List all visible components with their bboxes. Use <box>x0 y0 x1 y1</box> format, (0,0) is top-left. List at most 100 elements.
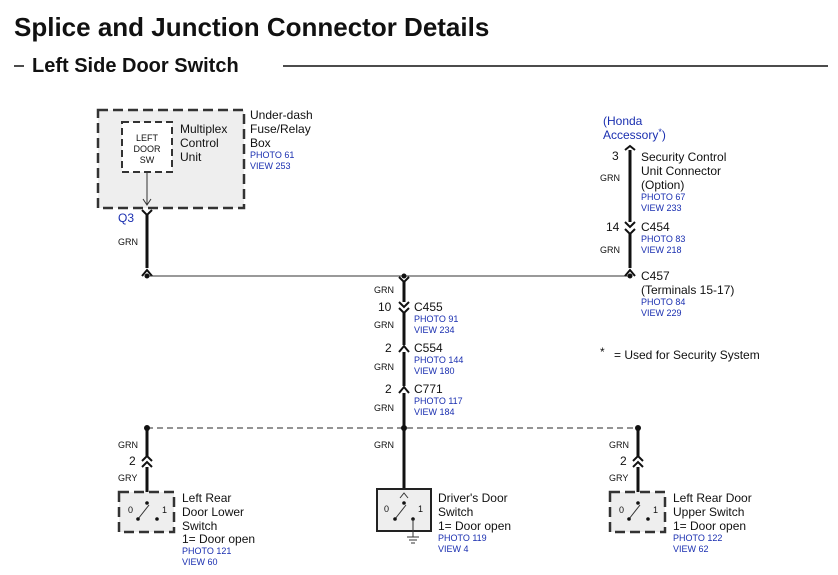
fuse-box-view: VIEW 253 <box>250 161 291 171</box>
switch-contact <box>628 504 641 520</box>
c554-photo: PHOTO 144 <box>414 355 463 365</box>
switch-label: Upper Switch <box>673 505 744 519</box>
switch-pos-1: 1 <box>653 505 658 515</box>
accessory-label: Accessory*) <box>603 127 666 142</box>
c457-photo: PHOTO 84 <box>641 297 685 307</box>
wire-color-label: GRN <box>600 173 620 183</box>
switch-pos-1: 1 <box>418 504 423 514</box>
c554-view: VIEW 180 <box>414 366 455 376</box>
switch-photo: PHOTO 119 <box>438 533 487 543</box>
wire-color-label: GRN <box>374 403 394 413</box>
switch-connector-icon <box>141 454 153 462</box>
switch-terminal <box>393 517 397 521</box>
switch-terminal <box>402 501 406 505</box>
accessory-label: (Honda <box>603 114 643 128</box>
switch-pin: 2 <box>620 454 627 468</box>
c454-photo: PHOTO 83 <box>641 234 685 244</box>
fuse-box-photo: PHOTO 61 <box>250 150 294 160</box>
left-upper-switch-box <box>608 490 667 534</box>
wire-color-label: GRN <box>609 440 629 450</box>
c457-view: VIEW 229 <box>641 308 682 318</box>
wire-color-label: GRN <box>118 237 138 247</box>
c454-connector-icon <box>624 228 636 236</box>
wire-color-label: GRN <box>600 245 620 255</box>
c457-label: C457 <box>641 269 670 283</box>
switch-label: Driver's Door <box>438 491 508 505</box>
c554-label: C554 <box>414 341 443 355</box>
security-pin: 3 <box>612 149 619 163</box>
wire-color-label: GRN <box>374 320 394 330</box>
switch-pin: 2 <box>129 454 136 468</box>
c455-pin: 10 <box>378 300 392 314</box>
switch-connector-icon <box>632 454 644 462</box>
c771-pin: 2 <box>385 382 392 396</box>
fuse-box-label: Box <box>250 136 271 150</box>
switch-state: 1= Door open <box>673 519 746 533</box>
switch-terminal <box>627 517 631 521</box>
switch-label: Left Rear Door <box>673 491 752 505</box>
left-lower-switch-box <box>117 490 176 534</box>
switch-view: VIEW 4 <box>438 544 469 554</box>
page-title: Splice and Junction Connector Details <box>14 12 489 42</box>
switch-pos-0: 0 <box>619 505 624 515</box>
switch-terminal <box>145 501 149 505</box>
c771-connector-icon <box>398 385 410 394</box>
junction-dot <box>627 273 633 279</box>
switch-terminal <box>636 501 640 505</box>
fuse-box-label: Fuse/Relay <box>250 122 311 136</box>
switch-pos-1: 1 <box>162 505 167 515</box>
c455-connector-icon <box>398 307 410 315</box>
driver-switch-arrow <box>399 492 409 499</box>
c454-view: VIEW 218 <box>641 245 682 255</box>
c454-pin: 14 <box>606 220 620 234</box>
c554-connector-icon <box>398 344 410 353</box>
switch-contact <box>137 504 150 520</box>
note-star: * <box>600 345 605 359</box>
security-connector-icon <box>624 144 636 151</box>
security-label: (Option) <box>641 178 684 192</box>
fuse-box-label: Under-dash <box>250 108 313 122</box>
c771-view: VIEW 184 <box>414 407 455 417</box>
switch-photo: PHOTO 122 <box>673 533 722 543</box>
wire-color-label: GRN <box>374 285 394 295</box>
junction-dot <box>401 273 407 279</box>
switch-view: VIEW 60 <box>182 557 218 567</box>
driver-switch-box <box>376 488 432 532</box>
junction-dot <box>144 273 150 279</box>
note-text: = Used for Security System <box>614 348 760 362</box>
security-label: Unit Connector <box>641 164 721 178</box>
switch-state: 1= Door open <box>438 519 511 533</box>
unit-inner-line: LEFT <box>136 133 159 143</box>
unit-inner-line: DOOR <box>134 144 162 154</box>
wire-color-label: GRN <box>118 440 138 450</box>
multiplex-control-unit <box>121 121 173 173</box>
c455-label: C455 <box>414 300 443 314</box>
internal-arrow <box>142 198 152 206</box>
unit-label: Control <box>180 136 219 150</box>
c771-label: C771 <box>414 382 443 396</box>
unit-label: Unit <box>180 150 202 164</box>
c455-photo: PHOTO 91 <box>414 314 458 324</box>
c454-connector-icon <box>624 221 636 229</box>
section-subtitle: Left Side Door Switch <box>32 55 239 77</box>
unit-label: Multiplex <box>180 122 227 136</box>
switch-label: Switch <box>438 505 473 519</box>
wire-color-label: GRY <box>609 473 628 483</box>
c455-connector-icon <box>398 301 410 309</box>
c454-label: C454 <box>641 220 670 234</box>
c771-photo: PHOTO 117 <box>414 396 463 406</box>
switch-label: Left Rear <box>182 491 231 505</box>
switch-terminal <box>646 517 650 521</box>
q3-terminal-label: Q3 <box>118 211 134 225</box>
security-label: Security Control <box>641 150 726 164</box>
switch-pos-0: 0 <box>384 504 389 514</box>
c457-detail: (Terminals 15-17) <box>641 283 734 297</box>
switch-contact <box>394 504 407 520</box>
wire-color-label: GRY <box>118 473 137 483</box>
switch-state: 1= Door open <box>182 532 255 546</box>
switch-terminal <box>136 517 140 521</box>
switch-connector-icon <box>141 460 153 468</box>
switch-view: VIEW 62 <box>673 544 709 554</box>
wire-color-label: GRN <box>374 362 394 372</box>
